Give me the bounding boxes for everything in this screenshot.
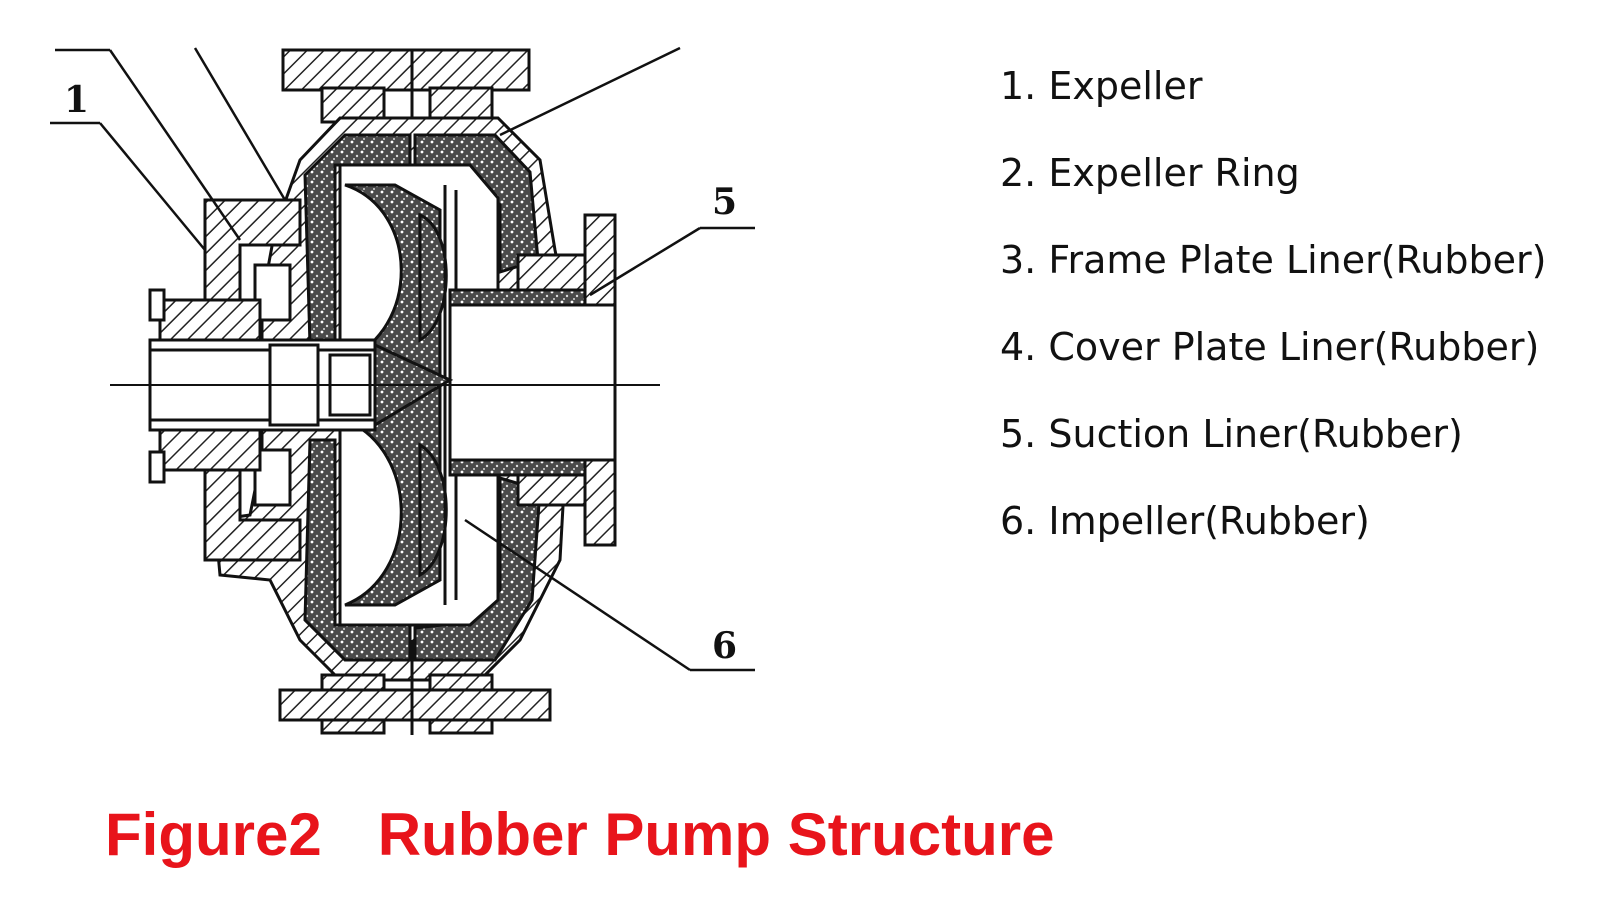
legend-item: 3. Frame Plate Liner(Rubber) [1000, 238, 1546, 325]
suction-liner [448, 303, 617, 462]
parts-legend: 1. Expeller 2. Expeller Ring 3. Frame Pl… [1000, 64, 1546, 586]
suction-flange-lower [583, 458, 617, 547]
bottom-flange [278, 640, 552, 735]
legend-number: 4. [1000, 325, 1037, 369]
legend-number: 1. [1000, 64, 1037, 108]
legend-item: 1. Expeller [1000, 64, 1546, 151]
expeller-area [148, 198, 302, 562]
legend-number: 2. [1000, 151, 1037, 195]
figure-number: Figure2 [105, 801, 322, 868]
legend-text: Suction Liner(Rubber) [1048, 412, 1463, 456]
legend-text: Frame Plate Liner(Rubber) [1048, 238, 1547, 282]
legend-item: 4. Cover Plate Liner(Rubber) [1000, 325, 1546, 412]
legend-item: 6. Impeller(Rubber) [1000, 499, 1546, 586]
legend-number: 6. [1000, 499, 1037, 543]
legend-text: Cover Plate Liner(Rubber) [1048, 325, 1540, 369]
legend-text: Impeller(Rubber) [1048, 499, 1370, 543]
legend-item: 2. Expeller Ring [1000, 151, 1546, 238]
frame-plate-liner-lower [303, 438, 412, 662]
legend-number: 3. [1000, 238, 1037, 282]
callout-label-6: 6 [712, 625, 737, 667]
legend-text: Expeller Ring [1048, 151, 1300, 195]
leader-lines [50, 46, 755, 672]
callout-label-1: 1 [64, 79, 89, 121]
pump-cross-section-diagram: 1 5 6 [50, 46, 755, 735]
legend-text: Expeller [1048, 64, 1203, 108]
legend-number: 5. [1000, 412, 1037, 456]
figure-title: Rubber Pump Structure [377, 801, 1055, 868]
pump-drawing [50, 46, 755, 735]
suction-flange-upper [583, 213, 617, 307]
legend-item: 5. Suction Liner(Rubber) [1000, 412, 1546, 499]
callout-label-5: 5 [712, 181, 737, 223]
figure-caption: Figure2 Rubber Pump Structure [105, 800, 1054, 869]
